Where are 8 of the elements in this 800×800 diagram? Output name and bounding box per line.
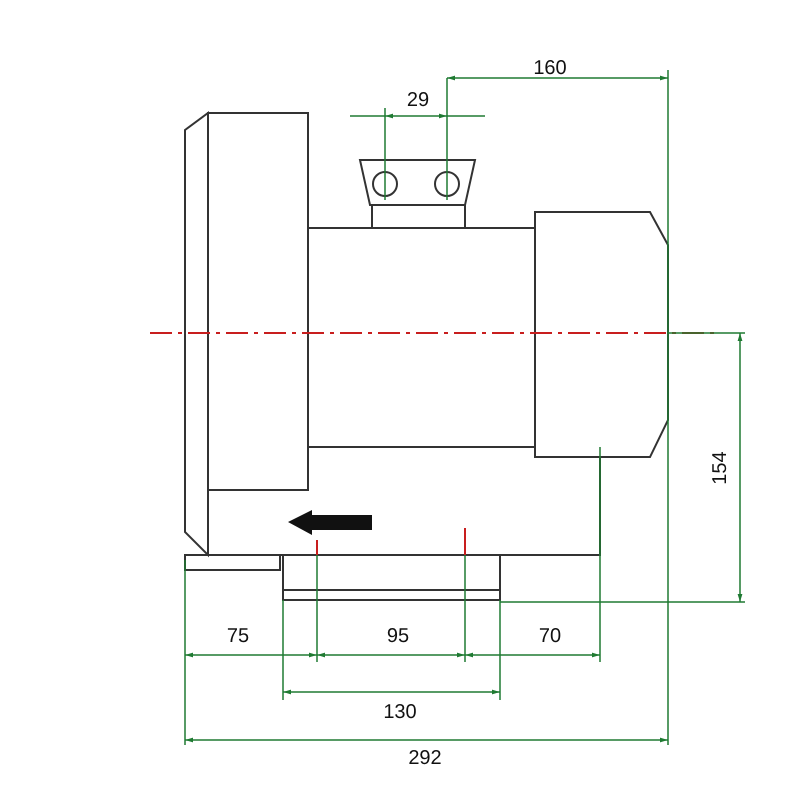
dimension-label: 292 bbox=[408, 748, 442, 768]
dimension-label: 95 bbox=[386, 626, 410, 646]
dimension-label: 154 bbox=[710, 451, 730, 485]
dimension-label: 130 bbox=[383, 702, 417, 722]
dimension-label: 29 bbox=[406, 90, 430, 110]
dimension-label: 75 bbox=[226, 626, 250, 646]
dimension-label: 160 bbox=[533, 58, 567, 78]
dimension-label: 70 bbox=[538, 626, 562, 646]
